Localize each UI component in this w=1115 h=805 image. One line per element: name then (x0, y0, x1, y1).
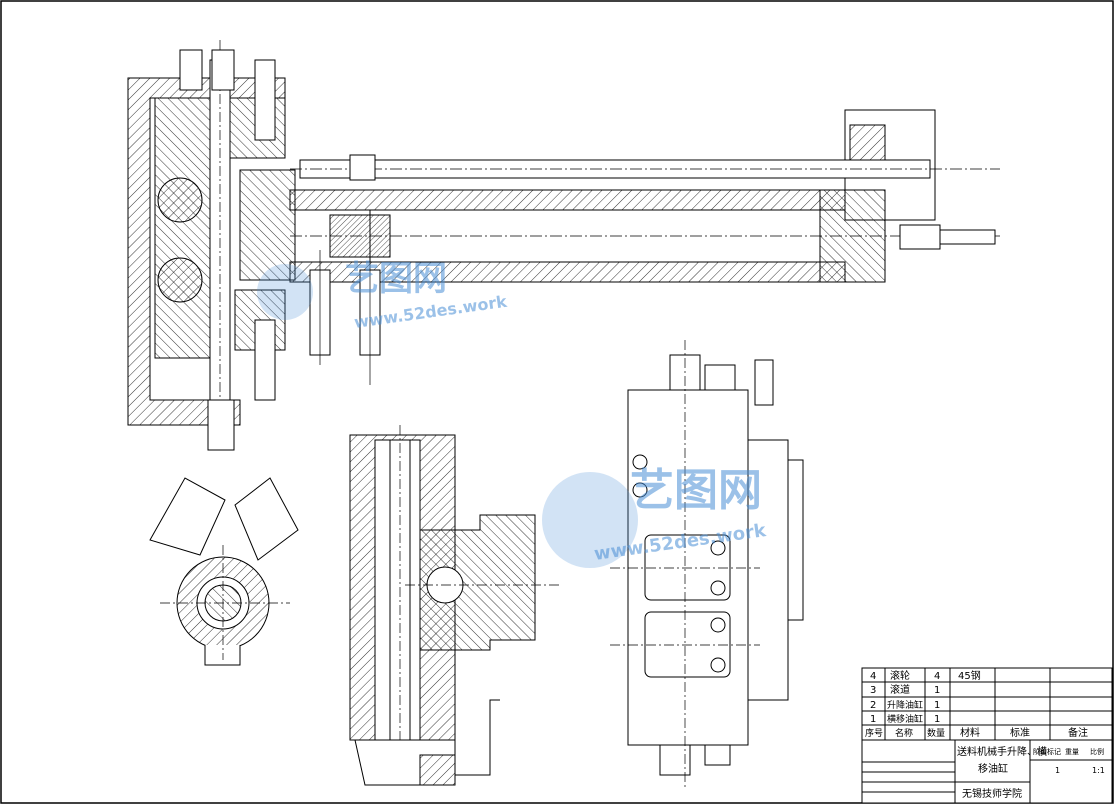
bom-header-qty: 数量 (927, 727, 945, 739)
scale-value: 1:1 (1092, 766, 1105, 775)
bom-row-2-name: 滚道 (890, 683, 910, 696)
parts-list-text: 4 滚轮 4 45钢 3 滚道 1 2 升降油缸 1 1 横移油缸 1 序号 名… (865, 669, 1088, 739)
bom-row-4-qty: 1 (934, 714, 940, 725)
watermark-globe-icon-2 (542, 472, 638, 568)
bom-header-material: 材料 (960, 726, 980, 739)
stage-label: 阶段标记 (1033, 747, 1061, 756)
watermark-globe-icon (257, 264, 313, 320)
bom-header-standard: 标准 (1010, 727, 1030, 739)
middle-section-view (349, 425, 560, 786)
bom-row-4-no: 1 (870, 714, 876, 725)
bom-row-1-name: 滚轮 (890, 669, 910, 682)
side-view (149, 477, 299, 666)
bom-header-remark: 备注 (1068, 726, 1088, 739)
weight-label: 重量 (1065, 748, 1079, 756)
bom-row-2-qty: 1 (934, 685, 940, 696)
bom-header-no: 序号 (865, 727, 883, 739)
watermark-brand-2: 艺图网 (630, 465, 762, 516)
drawing-title-line1: 送料机械手升降、横 (957, 745, 1047, 758)
drawing-title-line2: 移油缸 (978, 762, 1008, 775)
title-block (861, 739, 1113, 804)
title-block-text: 送料机械手升降、横 移油缸 无锡技师学院 阶段标记 重量 比例 1 1:1 (957, 745, 1105, 800)
bom-row-3-name: 升降油缸 (887, 699, 923, 711)
front-section-view (127, 40, 1000, 451)
right-elevation-view (610, 340, 804, 790)
bom-row-3-no: 2 (870, 700, 876, 711)
bom-row-4-name: 横移油缸 (887, 713, 923, 725)
bom-row-3-qty: 1 (934, 700, 940, 711)
sheet-number: 1 (1055, 766, 1060, 775)
scale-label: 比例 (1090, 747, 1104, 756)
watermark-brand: 艺图网 (345, 259, 447, 299)
school-name: 无锡技师学院 (962, 787, 1022, 800)
bom-row-2-no: 3 (870, 685, 876, 696)
bom-row-1-material: 45钢 (958, 669, 981, 682)
parts-list (861, 667, 1113, 741)
bom-row-1-no: 4 (870, 671, 876, 682)
bom-header-name: 名称 (895, 727, 913, 739)
bom-row-1-qty: 4 (934, 671, 940, 682)
